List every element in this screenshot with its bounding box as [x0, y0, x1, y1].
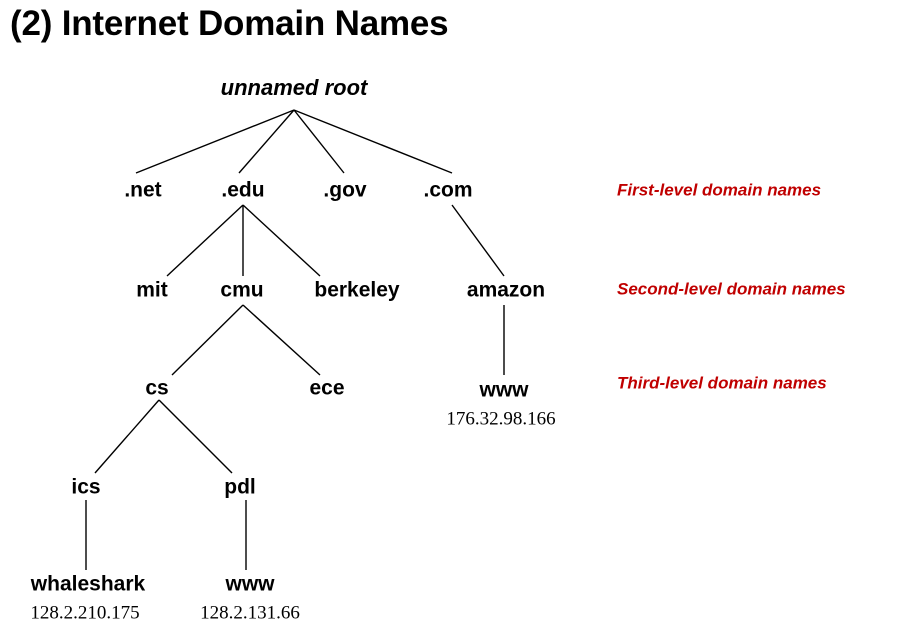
tree-node-amazon[interactable]: amazon [466, 278, 546, 302]
tree-edge [242, 304, 321, 376]
tree-node-cs[interactable]: cs [145, 376, 169, 400]
tree-node-cmu[interactable]: cmu [220, 278, 264, 302]
tree-edge [451, 204, 505, 277]
tree-edge [166, 204, 244, 277]
tree-edge [242, 204, 321, 277]
tree-node-www[interactable]: www [479, 378, 529, 402]
tree-edge [135, 109, 295, 174]
tree-node-edu[interactable]: .edu [221, 178, 265, 202]
tree-node-gov[interactable]: .gov [323, 178, 367, 202]
tree-edge [94, 399, 160, 474]
level-annotation-second-level: Second-level domain names [617, 279, 846, 299]
tree-node-pdl[interactable]: pdl [224, 475, 256, 499]
tree-node-ece[interactable]: ece [309, 376, 345, 400]
ip-address-label: 176.32.98.166 [446, 408, 556, 430]
tree-node-net[interactable]: .net [124, 178, 162, 202]
ip-address-label: 128.2.210.175 [30, 602, 140, 624]
tree-edge [238, 109, 295, 174]
ip-address-label: 128.2.131.66 [200, 602, 300, 624]
tree-edge [293, 109, 345, 174]
tree-node-whaleshark[interactable]: whaleshark [30, 572, 146, 596]
tree-node-berkeley[interactable]: berkeley [314, 278, 400, 302]
tree-node-ics[interactable]: ics [71, 475, 101, 499]
tree-node-com[interactable]: .com [423, 178, 473, 202]
page-title: (2) Internet Domain Names [10, 4, 449, 43]
level-annotation-third-level: Third-level domain names [617, 373, 827, 393]
level-annotation-first-level: First-level domain names [617, 180, 822, 200]
tree-node-www[interactable]: www [225, 572, 275, 596]
tree-node-unnamed-root[interactable]: unnamed root [220, 75, 368, 100]
tree-edge [293, 109, 453, 174]
tree-edge [171, 304, 244, 376]
tree-edge [158, 399, 233, 474]
tree-node-mit[interactable]: mit [136, 278, 168, 302]
